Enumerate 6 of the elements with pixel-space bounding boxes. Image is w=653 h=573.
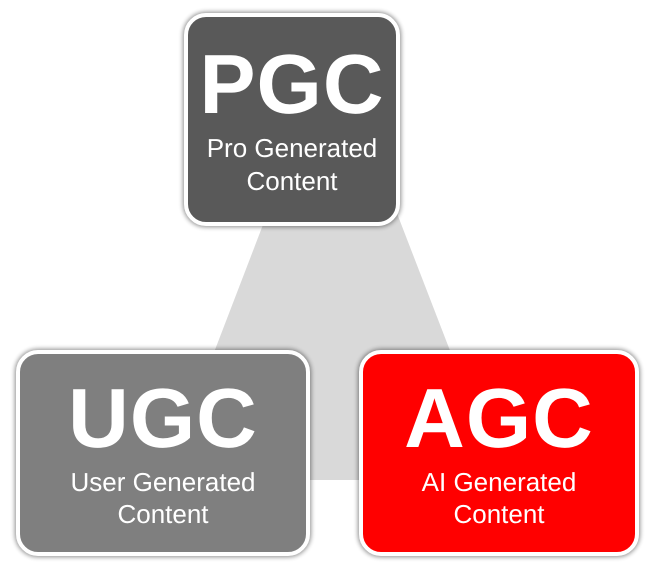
acronym-heading: UGC	[68, 376, 258, 460]
card-description: User Generated Content	[70, 466, 256, 530]
card-description: AI Generated Content	[420, 466, 578, 530]
acronym-heading: PGC	[199, 42, 385, 126]
acronym-heading: AGC	[404, 376, 594, 460]
card-description: Pro Generated Content	[206, 132, 378, 197]
